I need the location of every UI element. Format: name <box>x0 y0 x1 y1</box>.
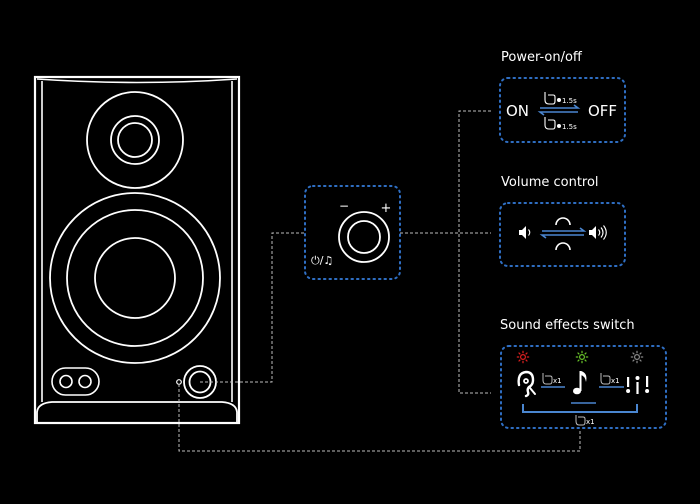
led-ray <box>577 352 580 355</box>
led-gray-icon <box>630 350 644 364</box>
press-count-2: x1 <box>611 377 620 385</box>
connector-led-to-effects <box>178 384 581 452</box>
volume-high-icon <box>589 225 607 240</box>
sound-effects-section: Sound effects switch x1 x1 <box>500 318 667 429</box>
power-section: Power-on/off ON OFF 1.5s 1.5s <box>499 50 626 143</box>
double-arrow-icon <box>539 227 587 239</box>
press-hand-icon <box>544 92 556 105</box>
led-ray <box>639 352 642 355</box>
volume-section: Volume control <box>499 175 626 267</box>
led-ray <box>632 359 635 362</box>
tweeter <box>86 91 184 189</box>
sound-effects-title: Sound effects switch <box>500 318 635 333</box>
led-ray <box>584 359 587 362</box>
press-hand-icon <box>544 117 556 130</box>
rotate-cw-icon <box>555 217 571 226</box>
press-count-loop: x1 <box>586 418 595 426</box>
led-center <box>578 354 585 361</box>
press-duration-top: 1.5s <box>562 97 577 105</box>
led-center <box>633 354 640 361</box>
knob-inner-ring <box>347 220 381 254</box>
speaker-cabinet <box>33 75 241 425</box>
volume-low-icon <box>519 226 531 239</box>
led-green-icon <box>575 350 589 364</box>
double-arrow-icon <box>537 104 581 116</box>
led-ray <box>525 359 528 362</box>
led-ray <box>577 359 580 362</box>
rotate-ccw-icon <box>555 242 571 251</box>
led-red-icon <box>516 350 530 364</box>
speaker <box>33 75 241 425</box>
press-hand-icon <box>600 373 611 385</box>
power-title: Power-on/off <box>501 50 583 65</box>
knob-panel: − + ⏻/♫ <box>304 185 401 280</box>
volume-title: Volume control <box>501 175 599 190</box>
volume-plus-label: + <box>381 201 392 216</box>
connectors <box>178 110 581 452</box>
led-ray <box>584 352 587 355</box>
led-ray <box>639 359 642 362</box>
led-center <box>519 354 526 361</box>
music-note-icon <box>573 371 587 395</box>
power-music-label: ⏻/♫ <box>311 254 333 267</box>
status-led <box>176 379 182 385</box>
press-count-1: x1 <box>553 377 562 385</box>
led-ray <box>518 359 521 362</box>
volume-minus-label: − <box>339 199 349 213</box>
led-ray <box>632 352 635 355</box>
connector-branch <box>458 110 491 394</box>
woofer <box>49 192 221 364</box>
led-ray <box>525 352 528 355</box>
timer-icon <box>557 124 561 128</box>
press-hand-icon <box>542 373 553 385</box>
knob-outer-ring[interactable] <box>338 211 390 263</box>
press-hand-icon <box>575 415 586 426</box>
connector-knob-to-panel <box>200 232 305 383</box>
on-label: ON <box>506 102 529 120</box>
ear-icon <box>517 370 536 398</box>
loop-back-bracket <box>522 404 638 413</box>
press-duration-bottom: 1.5s <box>562 123 577 131</box>
off-label: OFF <box>588 102 617 120</box>
led-ray <box>518 352 521 355</box>
timer-icon <box>557 98 561 102</box>
input-ports <box>51 367 100 396</box>
equalizer-icon <box>626 376 650 394</box>
